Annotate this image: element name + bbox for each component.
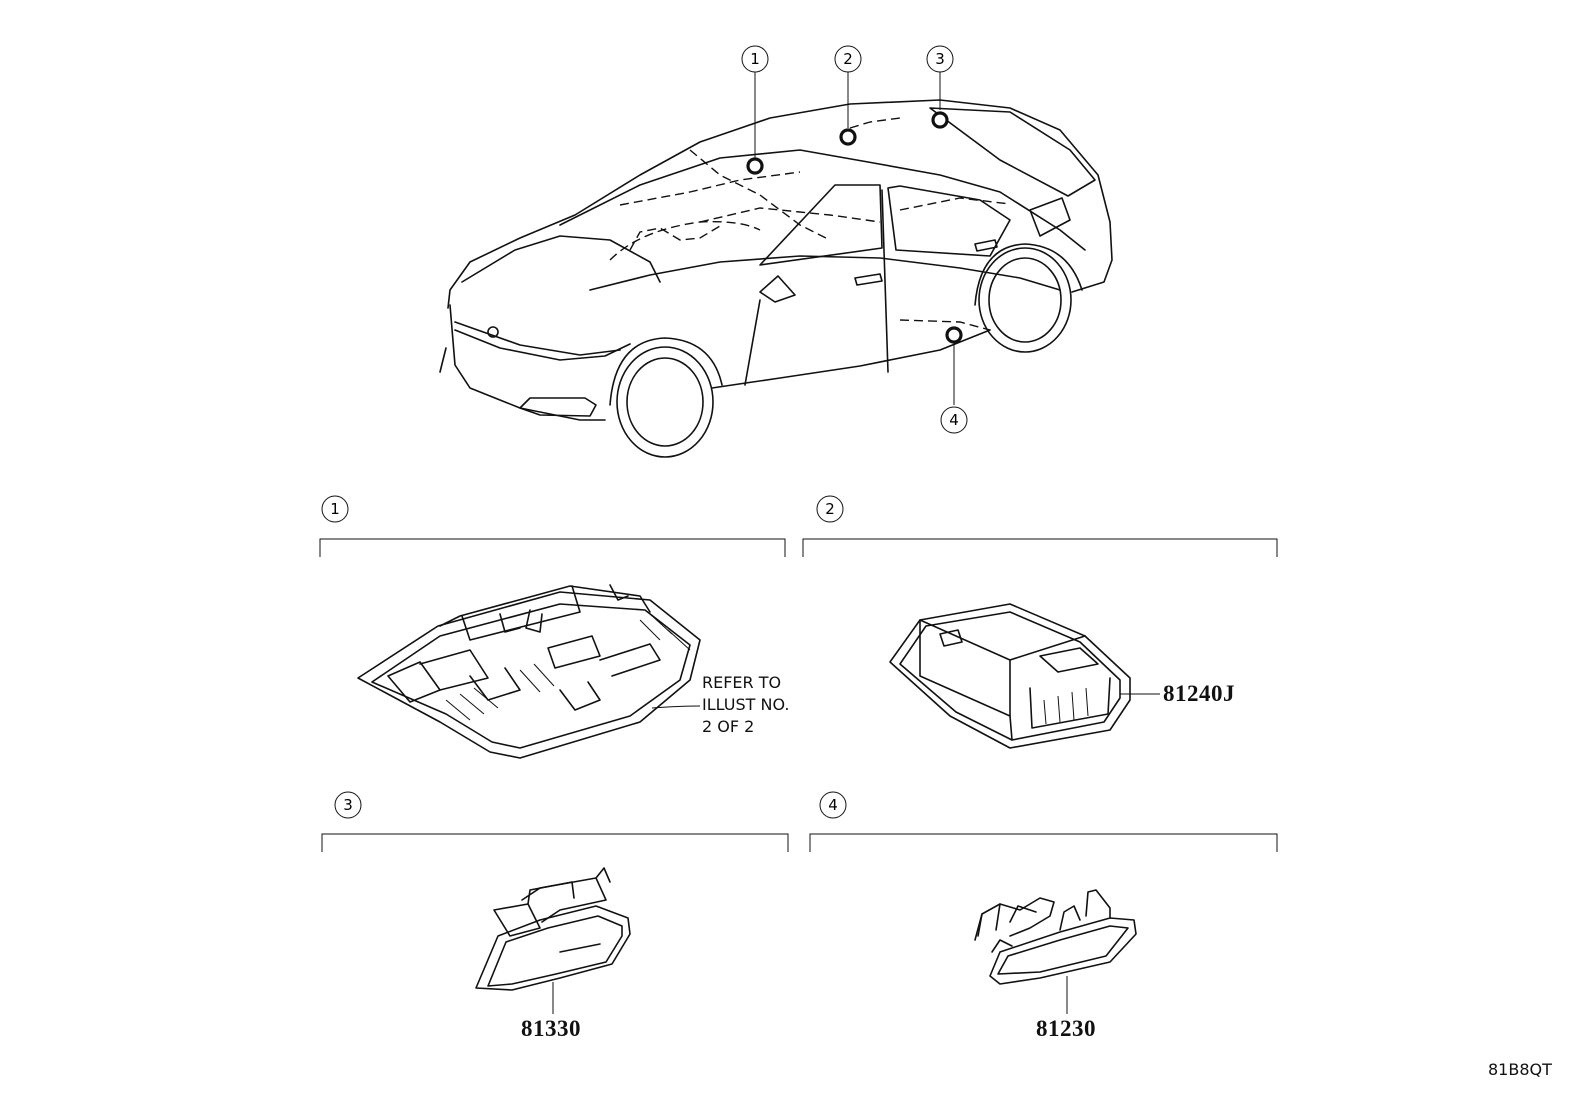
refer-to-illust-note: REFER TO ILLUST NO. 2 OF 2 (702, 672, 812, 738)
mount-point-4 (945, 326, 963, 344)
courtesy-lamp-81230-illustration (974, 889, 1137, 1014)
part-number-81330[interactable]: 81330 (521, 1016, 581, 1041)
mount-point-2 (839, 128, 857, 146)
section-4-number: 4 (828, 796, 838, 814)
overhead-console-illustration (357, 584, 701, 759)
callout-2: 2 (843, 50, 853, 68)
part-number-81230[interactable]: 81230 (1036, 1016, 1096, 1041)
section-1-number: 1 (330, 500, 340, 518)
map-lamp-illustration (889, 603, 1160, 749)
section-2-number: 2 (825, 500, 835, 518)
callout-3: 3 (935, 50, 945, 68)
section-3-number: 3 (343, 796, 353, 814)
note-line-3: 2 OF 2 (702, 717, 755, 736)
callout-4: 4 (949, 411, 959, 429)
part-number-81240J[interactable]: 81240J (1163, 681, 1235, 706)
mount-point-1 (746, 157, 764, 175)
car-illustration (439, 99, 1113, 458)
callout-leaders (746, 72, 963, 405)
mount-point-3 (931, 111, 949, 129)
section-headers: 1 2 3 4 (319, 495, 1278, 852)
callout-1: 1 (750, 50, 760, 68)
courtesy-lamp-81330-illustration (475, 867, 631, 1014)
note-line-2: ILLUST NO. (702, 695, 790, 714)
car-callouts: 1 2 3 4 (741, 45, 968, 434)
note-line-1: REFER TO (702, 673, 782, 692)
illustration-code: 81B8QT (1488, 1060, 1552, 1079)
